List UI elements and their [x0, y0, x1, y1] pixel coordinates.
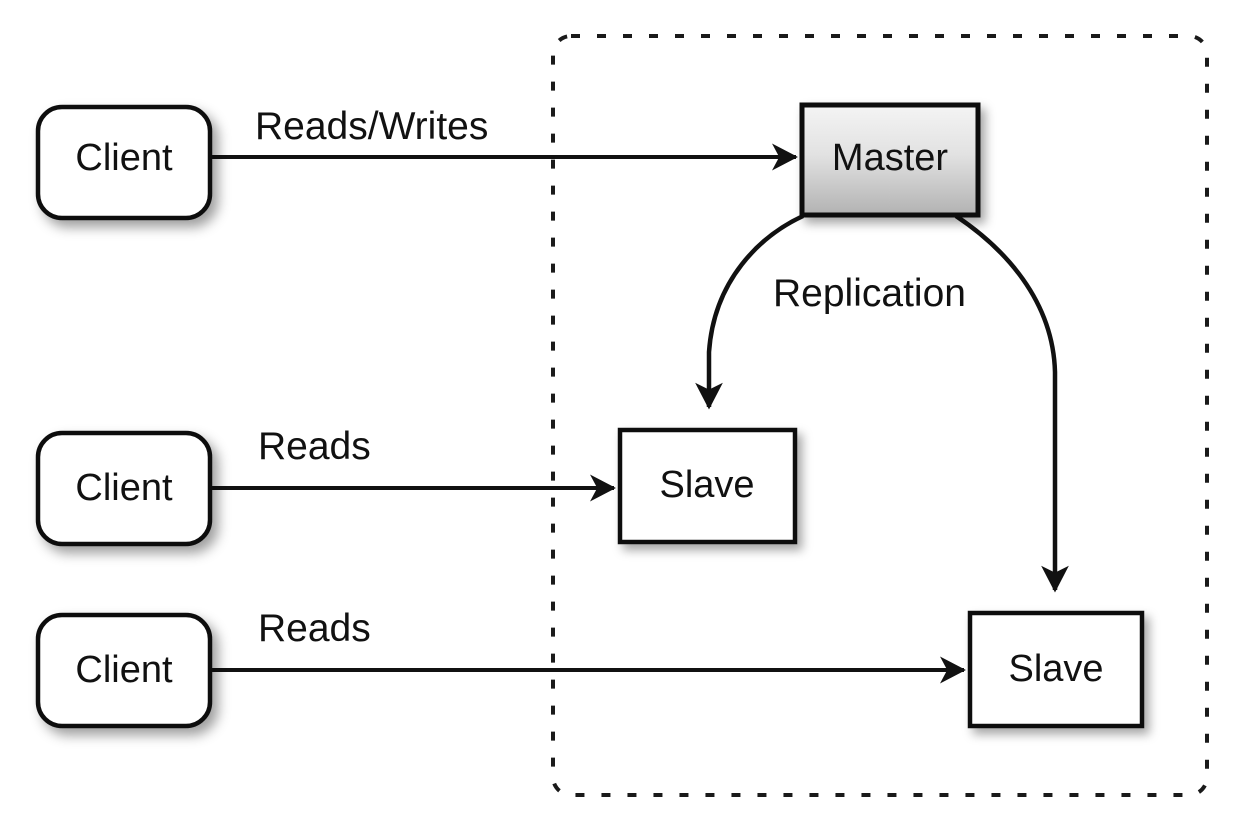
client-3-box[interactable] [35, 612, 213, 729]
edge-master-to-slave1-replication [695, 213, 804, 410]
edge-label-reads-1: Reads [258, 425, 371, 468]
master-label: Master [832, 137, 948, 179]
slave-2-label: Slave [1008, 648, 1103, 690]
node-slave-2[interactable]: Slave [967, 610, 1145, 729]
node-slave-1[interactable]: Slave [617, 427, 798, 545]
slave-1-label: Slave [659, 464, 754, 506]
edge-label-reads-2: Reads [258, 607, 371, 650]
slave-2-box[interactable] [967, 610, 1145, 729]
edge-master-to-slave2-replication [954, 214, 1069, 593]
client-1-box[interactable] [35, 104, 213, 221]
node-master[interactable]: Master [799, 102, 981, 218]
client-2-box[interactable] [35, 430, 213, 547]
edge-label-replication: Replication [773, 272, 966, 315]
client-1-label: Client [75, 137, 173, 179]
node-client-3[interactable]: Client [35, 612, 213, 729]
slave-1-box[interactable] [617, 427, 798, 545]
edge-label-reads-writes: Reads/Writes [255, 105, 488, 148]
client-3-label: Client [75, 649, 173, 691]
client-2-label: Client [75, 467, 173, 509]
master-box[interactable] [799, 102, 981, 218]
node-client-1[interactable]: Client [35, 104, 213, 221]
node-client-2[interactable]: Client [35, 430, 213, 547]
